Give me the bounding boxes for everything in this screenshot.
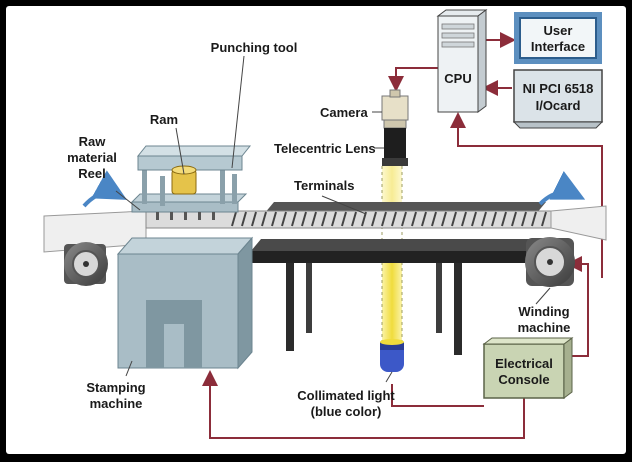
cpu-tower [436, 9, 488, 113]
leader-lines [115, 55, 551, 383]
io-card-label-2: I/Ocard [536, 98, 581, 113]
stamping-inspection-diagram: Punching tool Ram Raw material Reel Came… [43, 9, 607, 439]
winding-reel [525, 237, 575, 287]
collimated-light-label-1: Collimated light [297, 388, 395, 403]
camera [381, 89, 409, 129]
wire-console-to-winding [564, 256, 589, 357]
io-card-box [512, 69, 604, 129]
collimated-light-beam [382, 246, 402, 346]
feed-arrow-icon [82, 170, 127, 208]
terminal-teeth [231, 211, 547, 227]
ram [171, 165, 197, 195]
telecentric-lens-label: Telecentric Lens [274, 141, 376, 156]
raw-material-reel-label-2: material [67, 150, 117, 165]
winding-machine-label-1: Winding [518, 304, 569, 319]
stamping-machine-label-1: Stamping [86, 380, 145, 395]
collimated-light-label-2: (blue color) [311, 404, 382, 419]
winding-machine-label-2: machine [518, 320, 571, 335]
io-card-label-1: NI PCI 6518 [523, 81, 594, 96]
wire-console-to-stamping [202, 370, 525, 439]
diagram-frame: Punching tool Ram Raw material Reel Came… [6, 6, 626, 454]
user-interface-label-1: User [544, 23, 573, 38]
raw-material-reel-label-1: Raw [79, 134, 107, 149]
camera-label: Camera [320, 105, 368, 120]
wire-console-to-light [391, 384, 484, 407]
electrical-console-label-1: Electrical [495, 356, 553, 371]
ram-label: Ram [150, 112, 178, 127]
telecentric-lens [382, 128, 408, 166]
collimated-light-source [380, 339, 404, 372]
raw-material-reel [64, 242, 108, 286]
wire-cpu-to-camera [388, 67, 438, 92]
raw-material-reel-label-3: Reel [78, 166, 105, 181]
stamping-machine [116, 145, 254, 370]
electrical-console [482, 337, 574, 399]
user-interface-label-2: Interface [531, 39, 585, 54]
stamping-machine-label-2: machine [90, 396, 143, 411]
terminals-label: Terminals [294, 178, 354, 193]
material-strip [43, 205, 607, 253]
user-interface-box [514, 12, 602, 64]
cpu-label: CPU [444, 71, 471, 86]
punching-tool-label: Punching tool [211, 40, 298, 55]
electrical-console-label-2: Console [498, 372, 549, 387]
winding-arrow-icon [538, 170, 586, 206]
